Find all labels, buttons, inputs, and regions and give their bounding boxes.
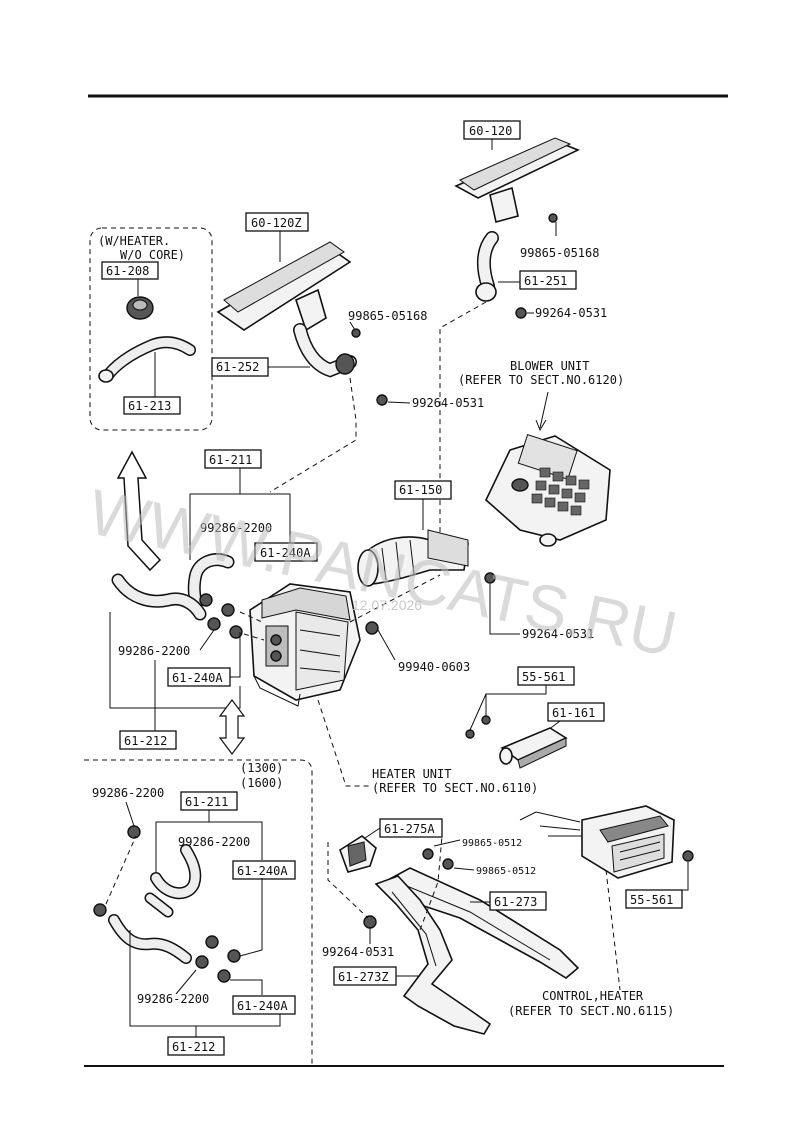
label-box-61-240a-bot2: [232, 995, 296, 1015]
callout-99264-a: 99264-0531: [412, 396, 484, 410]
note-heater-1: HEATER UNIT: [372, 767, 451, 781]
callout-99286-a: 99286-2200: [200, 521, 272, 535]
hose-61-211-bot: [144, 844, 202, 918]
watermark-date: 12.07.2026: [352, 597, 422, 613]
note-control-1: CONTROL,HEATER: [542, 989, 644, 1003]
callout-99264-b: 99264-0531: [535, 306, 607, 320]
callout-99286-e: 99286-2200: [137, 992, 209, 1006]
control-heater: [519, 805, 675, 879]
guide-left-duct: [269, 377, 357, 493]
label-box-61-240a-bot1: [232, 860, 296, 880]
note-wheater-2: W/O CORE): [120, 248, 185, 262]
label-box-61-240a-top: [254, 542, 318, 562]
hose-61-212-top: [111, 573, 207, 621]
part-61-273z: 61-273Z: [338, 970, 389, 984]
callout-99865-b: 99865-05168: [520, 246, 599, 260]
part-60-120z: 60-120Z: [251, 216, 302, 230]
part-61-240a-bot1: 61-240A: [237, 864, 288, 878]
note-engine-2: (1600): [240, 776, 283, 790]
part-61-212-bot: 61-212: [172, 1040, 215, 1054]
part-61-208: 61-208: [106, 264, 149, 278]
part-60-120: 60-120: [469, 124, 512, 138]
label-box-61-251: [519, 270, 577, 290]
part-61-252: 61-252: [216, 360, 259, 374]
inset-engine-variant: [84, 759, 313, 1066]
callout-99264-d: 99264-0531: [322, 945, 394, 959]
label-box-55-561-b: [625, 889, 683, 909]
resistor-61-161: [499, 727, 568, 769]
part-61-213: 61-213: [128, 399, 171, 413]
label-box-61-211-top: [204, 449, 262, 469]
part-61-240a-mid: 61-240A: [172, 671, 223, 685]
note-heater-2: (REFER TO SECT.NO.6110): [372, 781, 538, 795]
duct-61-273: [386, 867, 580, 979]
part-55-561-b: 55-561: [630, 893, 673, 907]
swap-arrow-icon: [116, 450, 162, 572]
grommet-61-208: [126, 296, 154, 320]
hose-61-252: [293, 323, 357, 378]
note-blower-2: (REFER TO SECT.NO.6120): [458, 373, 624, 387]
note-wheater-1: (W/HEATER.: [98, 234, 170, 248]
part-61-251: 61-251: [524, 274, 567, 288]
callout-99865-a: 99865-05168: [348, 309, 427, 323]
part-61-211-bot: 61-211: [185, 795, 228, 809]
heater-unit: [249, 583, 361, 707]
label-box-61-213: [123, 396, 181, 415]
callout-99286-c: 99286-2200: [92, 786, 164, 800]
note-engine-1: (1300): [240, 761, 283, 775]
part-61-161: 61-161: [552, 706, 595, 720]
blower-unit: [485, 434, 611, 547]
part-61-273: 61-273: [494, 895, 537, 909]
label-box-61-212-top: [119, 730, 177, 750]
part-55-561-a: 55-561: [522, 670, 565, 684]
hose-61-213: [98, 336, 196, 383]
clamps-top: [199, 593, 243, 639]
guide-right-duct: [439, 301, 487, 560]
label-box-60-120z: [245, 212, 309, 232]
callout-99264-c: 99264-0531: [522, 627, 594, 641]
callout-99940: 99940-0603: [398, 660, 470, 674]
callout-99286-b: 99286-2200: [118, 644, 190, 658]
swap-arrow-small-icon: [218, 699, 246, 755]
duct-61-273z: [374, 875, 492, 1035]
guide-heater-down: [317, 699, 370, 787]
connector-61-275a: [339, 835, 377, 873]
part-61-150: 61-150: [399, 483, 442, 497]
hose-61-212-bot: [108, 914, 192, 964]
part-61-211-top: 61-211: [209, 453, 252, 467]
label-box-61-161: [547, 702, 605, 722]
duct-61-150: [357, 529, 469, 587]
part-61-212-top: 61-212: [124, 734, 167, 748]
label-box-61-273: [489, 891, 547, 911]
duct-60-120z: [216, 241, 352, 332]
duct-60-120: [454, 137, 580, 223]
callout-99865-0512-b: 99865-0512: [476, 866, 536, 877]
label-box-61-208: [101, 261, 159, 280]
guide-heater-right: [349, 574, 441, 623]
note-blower-1: BLOWER UNIT: [510, 359, 589, 373]
hose-61-251: [475, 231, 499, 302]
inset-heater-no-core: [89, 227, 213, 431]
part-61-240a-bot2: 61-240A: [237, 999, 288, 1013]
note-control-2: (REFER TO SECT.NO.6115): [508, 1004, 674, 1018]
callout-99865-0512-a: 99865-0512: [462, 838, 522, 849]
part-61-240a-top: 61-240A: [260, 546, 311, 560]
part-61-275a: 61-275A: [384, 822, 435, 836]
callout-99286-d: 99286-2200: [178, 835, 250, 849]
